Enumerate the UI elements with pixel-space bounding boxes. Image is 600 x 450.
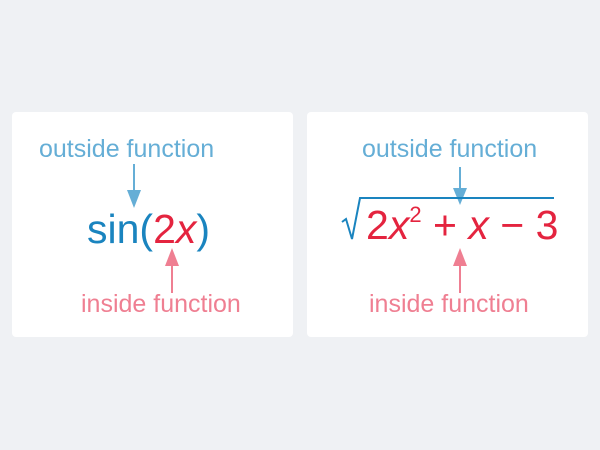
down-arrow-icon xyxy=(127,164,141,208)
inner-coefficient: 2 xyxy=(153,206,176,252)
composite-expression: sin(2x) xyxy=(87,209,210,250)
inside-function-label: inside function xyxy=(369,290,529,318)
outer-function-open: sin( xyxy=(87,206,154,252)
inner-variable-2: x xyxy=(468,202,489,248)
radicand-expression: 2x2 + x − 3 xyxy=(366,202,559,248)
inner-constant: 3 xyxy=(535,202,559,248)
inside-function-label: inside function xyxy=(81,290,241,318)
plus-operator: + xyxy=(432,202,457,248)
outer-function-close: ) xyxy=(196,206,211,252)
outside-function-label: outside function xyxy=(362,135,538,163)
radical-overline xyxy=(341,197,554,240)
up-arrow-icon xyxy=(165,248,179,293)
card-sin-composition: outside function sin(2x) inside function xyxy=(12,112,293,337)
minus-operator: − xyxy=(500,202,525,248)
down-arrow-icon xyxy=(453,167,467,205)
inner-coefficient: 2 xyxy=(366,202,389,248)
inner-exponent: 2 xyxy=(409,202,422,227)
outside-function-label: outside function xyxy=(39,135,215,163)
inner-variable: x xyxy=(175,206,197,252)
up-arrow-icon xyxy=(453,248,467,293)
card-sqrt-composition: outside function 2x2 + x − 3 inside func… xyxy=(307,112,588,337)
inner-variable: x xyxy=(388,202,410,248)
